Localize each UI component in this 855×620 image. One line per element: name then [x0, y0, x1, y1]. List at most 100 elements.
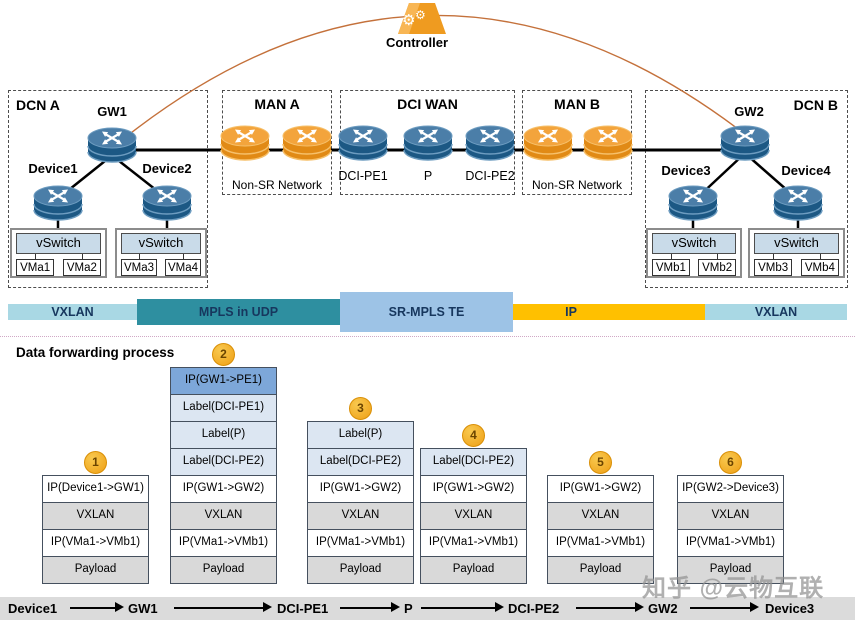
vswitch-label: vSwitch: [16, 233, 101, 254]
gw1-label: GW1: [97, 104, 127, 119]
flow-node-label: GW1: [128, 601, 158, 616]
packet-header-cell: Label(DCI-PE2): [420, 448, 527, 475]
vswitch-box: vSwitch VMa1 VMa2: [10, 228, 107, 278]
man-a-router-1-icon: [218, 123, 272, 167]
dcn-a-box: [8, 90, 208, 288]
encapsulation-segment: IP: [513, 304, 705, 320]
packet-stack-2: IP(GW1->PE1)Label(DCI-PE1)Label(P)Label(…: [170, 367, 277, 584]
p-router-icon: [401, 123, 455, 167]
dotted-separator: [0, 336, 855, 337]
step-badge: 5: [589, 451, 612, 474]
packet-header-cell: Payload: [307, 556, 414, 583]
packet-header-cell: Label(P): [307, 421, 414, 448]
dci-pe2-label: DCI-PE2: [465, 169, 515, 183]
flow-arrow-line: [340, 607, 391, 609]
packet-header-cell: VXLAN: [307, 502, 414, 529]
packet-header-cell: Payload: [420, 556, 527, 583]
vm-box: VMa1: [16, 254, 55, 276]
packet-header-cell: IP(GW1->PE1): [170, 367, 277, 394]
packet-header-cell: IP(GW1->GW2): [170, 475, 277, 502]
packet-header-cell: VXLAN: [677, 502, 784, 529]
watermark: 知乎 @云物互联: [642, 575, 825, 602]
packet-header-cell: VXLAN: [420, 502, 527, 529]
packet-header-cell: Payload: [677, 556, 784, 583]
flow-arrow-line: [174, 607, 263, 609]
packet-header-cell: VXLAN: [42, 502, 149, 529]
packet-header-cell: Label(P): [170, 421, 277, 448]
vm-box: VMb3: [754, 254, 793, 276]
man-a-title: MAN A: [254, 96, 300, 112]
step-badge: 1: [84, 451, 107, 474]
p-router-label: P: [423, 169, 433, 183]
encapsulation-segment-label: SR-MPLS TE: [388, 305, 465, 319]
packet-header-cell: Payload: [42, 556, 149, 583]
flow-arrow-line: [70, 607, 115, 609]
vm-box: VMa4: [165, 254, 201, 276]
vswitch-box: vSwitch VMa3 VMa4: [115, 228, 207, 278]
encapsulation-segment-label: VXLAN: [51, 305, 94, 319]
flow-arrowhead-icon: [750, 602, 759, 612]
packet-header-cell: IP(GW1->GW2): [547, 475, 654, 502]
vm-box: VMa2: [62, 254, 101, 276]
device1-label: Device1: [28, 161, 78, 176]
dcn-b-title: DCN B: [793, 97, 838, 113]
forwarding-title: Data forwarding process: [16, 345, 175, 360]
dci-wan-title: DCI WAN: [397, 96, 458, 112]
gw2-label: GW2: [734, 104, 764, 119]
flow-node-label: Device1: [8, 601, 58, 616]
man-a-router-2-icon: [280, 123, 334, 167]
encapsulation-segment: VXLAN: [705, 304, 847, 320]
step-badge: 2: [212, 343, 235, 366]
encapsulation-segment-label: IP: [565, 305, 577, 319]
device4-label: Device4: [781, 163, 831, 178]
encapsulation-segment: VXLAN: [8, 304, 137, 320]
gear-icon: ⚙: [402, 12, 415, 29]
packet-header-cell: Label(DCI-PE2): [307, 448, 414, 475]
flow-arrow-line: [690, 607, 750, 609]
man-b-note: Non-SR Network: [531, 178, 623, 192]
gw1-router-icon: [85, 125, 139, 169]
encapsulation-segment: SR-MPLS TE: [340, 292, 513, 332]
vm-box: VMa3: [121, 254, 157, 276]
packet-header-cell: IP(VMa1->VMb1): [170, 529, 277, 556]
packet-header-cell: IP(VMa1->VMb1): [420, 529, 527, 556]
man-b-title: MAN B: [554, 96, 600, 112]
packet-header-cell: Label(DCI-PE1): [170, 394, 277, 421]
step-badge: 6: [719, 451, 742, 474]
vswitch-box: vSwitch VMb1 VMb2: [646, 228, 742, 278]
vswitch-label: vSwitch: [652, 233, 736, 254]
packet-header-cell: IP(Device1->GW1): [42, 475, 149, 502]
flow-node-label: P: [404, 601, 413, 616]
dci-pe1-router-icon: [336, 123, 390, 167]
flow-arrowhead-icon: [263, 602, 272, 612]
dcn-b-box: [645, 90, 848, 288]
flow-arrowhead-icon: [495, 602, 504, 612]
man-b-router-1-icon: [521, 123, 575, 167]
vm-box: VMb4: [800, 254, 839, 276]
flow-node-label: Device3: [765, 601, 815, 616]
vswitch-label: vSwitch: [754, 233, 839, 254]
flow-arrow-line: [421, 607, 495, 609]
packet-header-cell: IP(VMa1->VMb1): [42, 529, 149, 556]
device1-router-icon: [31, 183, 85, 227]
device3-label: Device3: [661, 163, 711, 178]
packet-header-cell: IP(GW1->GW2): [307, 475, 414, 502]
packet-header-cell: Payload: [547, 556, 654, 583]
vswitch-label: vSwitch: [121, 233, 201, 254]
packet-header-cell: IP(VMa1->VMb1): [547, 529, 654, 556]
device2-router-icon: [140, 183, 194, 227]
flow-node-label: GW2: [648, 601, 678, 616]
encapsulation-segment: MPLS in UDP: [137, 299, 340, 325]
packet-header-cell: IP(VMa1->VMb1): [677, 529, 784, 556]
vm-box: VMb2: [698, 254, 736, 276]
step-badge: 3: [349, 397, 372, 420]
device4-router-icon: [771, 183, 825, 227]
man-b-router-2-icon: [581, 123, 635, 167]
packet-header-cell: Label(DCI-PE2): [170, 448, 277, 475]
